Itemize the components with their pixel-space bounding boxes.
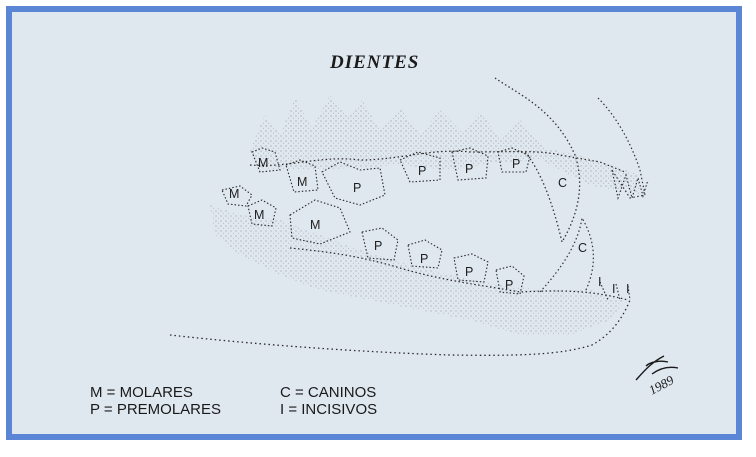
tooth-labels: M M P P P P C M M M P P P P C I I I [229,156,629,296]
diagram-title: DIENTES [330,52,420,73]
label-m-lower-2: M [254,208,264,222]
label-c-upper: C [558,176,567,190]
label-i-lower-1: I [598,275,601,289]
legend-right: C = CANINOS I = INCISIVOS [280,384,377,418]
label-m-upper-1: M [258,156,268,170]
label-p-upper-1: P [353,181,361,195]
label-p-upper-4: P [512,157,520,171]
upper-gumline [249,150,626,173]
tooth-crowns [221,147,631,301]
legend-left: M = MOLARES P = PREMOLARES [90,384,221,418]
label-p-lower-1: P [374,239,382,253]
label-m-lower-3: M [310,218,320,232]
label-p-lower-4: P [505,278,513,292]
label-i-lower-3: I [626,282,629,296]
lower-teeth-row [210,205,625,335]
label-i-lower-2: I [612,282,615,296]
lower-gumline [289,247,629,301]
lower-canine [539,216,594,293]
signature-year: 1989 [646,372,676,398]
legend-molares: M = MOLARES [90,384,193,401]
label-p-lower-3: P [465,265,473,279]
upper-canine [494,77,646,244]
label-p-upper-2: P [418,164,426,178]
label-m-upper-2: M [297,175,307,189]
label-c-lower: C [578,241,587,255]
label-p-upper-3: P [465,162,473,176]
upper-incisors [611,169,649,201]
legend-caninos: C = CANINOS [280,384,377,401]
artist-signature: 1989 [635,355,679,398]
label-p-lower-2: P [420,252,428,266]
label-m-lower-1: M [229,187,239,201]
upper-teeth-row [250,95,640,195]
legend-incisivos: I = INCISIVOS [280,401,378,418]
figure-card [6,6,742,440]
legend-premolares: P = PREMOLARES [90,401,222,418]
mandible-outline [169,299,631,356]
